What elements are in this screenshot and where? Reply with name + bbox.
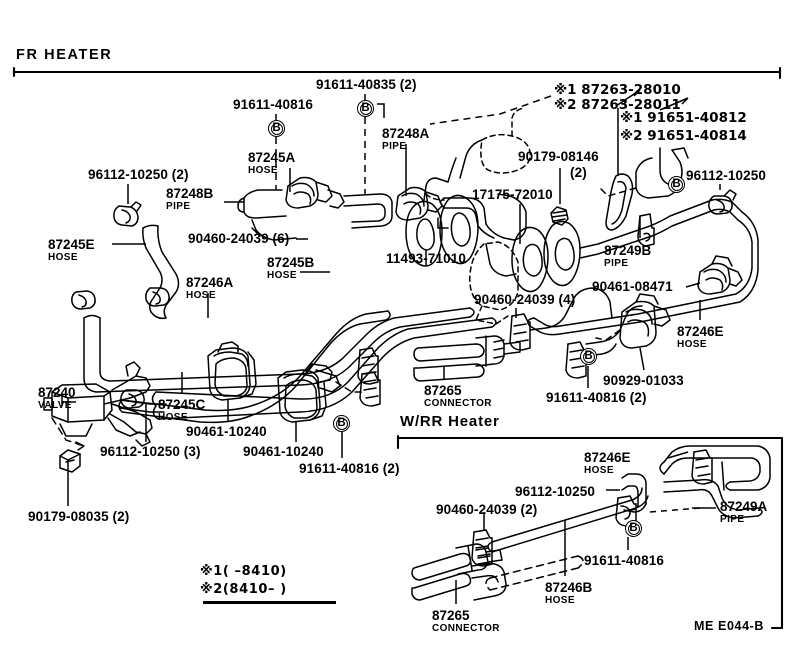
marker-b-6: B xyxy=(625,520,642,537)
marker-b-5: B xyxy=(333,415,350,432)
pipe-87248B xyxy=(237,189,297,241)
callout-96112-10250-right: 96112-10250 xyxy=(686,168,766,183)
clip-90460-24039-2-rear xyxy=(471,529,493,567)
housing-outline-dashed xyxy=(469,241,519,325)
footnote-1: ※1( –8410) xyxy=(200,565,287,578)
clip-left-upper xyxy=(71,290,96,310)
hose-connector-loop xyxy=(585,305,643,357)
callout-87245E: 87245E HOSE xyxy=(48,237,95,263)
callout-96112-10250-2: 96112-10250 (2) xyxy=(88,167,189,182)
footnote-2-text: (8410– ) xyxy=(222,582,287,597)
section-title-front-heater: FR HEATER xyxy=(16,47,113,63)
clamp-96112-10250-valve xyxy=(120,389,145,409)
clamp-90461-08471 xyxy=(697,255,743,295)
footnote-1-text: ( –8410) xyxy=(222,564,287,579)
clamp-90929-01033 xyxy=(619,293,671,349)
callout-96112-10250-rear: 96112-10250 xyxy=(515,484,595,499)
callout-90179-08035-2: 90179-08035 (2) xyxy=(28,509,130,524)
bracket-90461-10240-b xyxy=(277,363,341,423)
section-frame-rear xyxy=(396,434,784,630)
footnote-2: ※2(8410– ) xyxy=(200,583,287,596)
hose-87245B xyxy=(151,317,497,420)
section-title-rear-heater: W/RR Heater xyxy=(400,413,500,430)
clip-87246A-upper xyxy=(145,287,170,307)
callout-90460-24039-2-rear: 90460-24039 (2) xyxy=(436,502,538,517)
connector-87265-front xyxy=(413,335,521,382)
callout-91611-40835-2: 91611-40835 (2) xyxy=(316,77,417,92)
callout-87240-valve: 87240 VALVE xyxy=(38,385,76,411)
bolt-90179-08035 xyxy=(59,449,81,473)
callout-91611-40816-2-right: 91611-40816 (2) xyxy=(546,390,647,405)
bracket-tab-87249B xyxy=(637,213,655,247)
callout-87248A: 87248A PIPE xyxy=(382,126,430,152)
callout-90460-24039-6: 90460-24039 (6) xyxy=(188,231,290,246)
callout-90179-08146-qty: (2) xyxy=(570,165,587,180)
hose-87245C-right xyxy=(249,310,391,417)
callout-87249B: 87249B PIPE xyxy=(604,243,652,269)
callout-87246E-rear: 87246E HOSE xyxy=(584,450,631,476)
gasket-11493-71010-a xyxy=(405,200,443,267)
gasket-11493-71010-b xyxy=(439,194,479,265)
marker-b-3: B xyxy=(668,176,685,193)
callout-87246A: 87246A HOSE xyxy=(186,275,234,301)
callout-87245C: 87245C HOSE xyxy=(158,397,206,423)
callout-96112-10250-3: 96112-10250 (3) xyxy=(100,444,201,459)
clip-90460-24039-4 xyxy=(509,313,531,351)
clamp-96112-10250-left xyxy=(113,201,142,227)
callout-90461-10240-b: 90461-10240 xyxy=(243,444,324,459)
callout-87245B: 87245B HOSE xyxy=(267,255,315,281)
leader-valve-to-bolt xyxy=(51,417,85,447)
bolt-90179-08146 xyxy=(550,206,569,226)
hose-87246B-dashed xyxy=(485,555,584,591)
callout-87248B: 87248B PIPE xyxy=(166,186,214,212)
section-frame-front xyxy=(12,66,782,80)
callout-17175-72010: 17175-72010 xyxy=(472,187,553,202)
pipe-87248A xyxy=(437,193,527,277)
hose-87245A xyxy=(343,193,393,229)
callout-87265-rear: 87265 CONNECTOR xyxy=(432,608,500,634)
callout-91651-40814: ※2 91651-40814 xyxy=(620,128,747,144)
clamp-96112-10250-right xyxy=(708,189,737,215)
hose-87246E-rear xyxy=(659,445,771,491)
callout-87246E-front: 87246E HOSE xyxy=(677,324,724,350)
callout-87245A: 87245A HOSE xyxy=(248,150,296,176)
footnote-2-mark: ※2 xyxy=(200,582,223,597)
clamp-87248B-left xyxy=(285,176,345,209)
callout-90179-08146: 90179-08146 xyxy=(518,149,599,164)
valve-manifold-arms xyxy=(103,361,167,447)
callout-87249A: 87249A PIPE xyxy=(720,499,768,525)
callout-91611-40816-2-center: 91611-40816 (2) xyxy=(299,461,400,476)
sheet-footer-code: ME E044-B xyxy=(694,619,765,633)
callout-90461-10240-a: 90461-10240 xyxy=(186,424,267,439)
leader-clip-marker xyxy=(599,187,637,197)
marker-b-2: B xyxy=(357,100,374,117)
marker-b-1: B xyxy=(268,120,285,137)
valve-87240 xyxy=(43,383,113,437)
clip-connector-front-b xyxy=(359,371,381,407)
hose-connector-loop2 xyxy=(529,287,613,331)
callout-90929-01033: 90929-01033 xyxy=(603,373,684,388)
gasket-17175-72010-a xyxy=(511,226,549,293)
callout-91611-40816-top: 91611-40816 xyxy=(233,97,313,112)
callout-90460-24039-4: 90460-24039 (4) xyxy=(474,292,576,307)
callout-87265-front: 87265 CONNECTOR xyxy=(424,383,492,409)
pipe-87249A-rear xyxy=(663,478,763,519)
callout-87246B: 87246B HOSE xyxy=(545,580,593,606)
pipe-87248A-upper xyxy=(423,139,483,201)
marker-b-4: B xyxy=(580,348,597,365)
callout-91651-40812: ※1 91651-40812 xyxy=(620,110,747,126)
callout-91611-40816-rear: 91611-40816 xyxy=(584,553,664,568)
hose-connector-rear-u xyxy=(471,562,507,601)
callout-87263-28010: ※1 87263-28010 xyxy=(554,82,681,98)
bracket-87263-28010 xyxy=(605,173,634,231)
bracket-90461-10240-a xyxy=(207,341,257,401)
callout-90461-08471: 90461-08471 xyxy=(592,279,673,294)
gasket-17175-72010-b xyxy=(543,220,581,287)
footnote-underline xyxy=(203,601,336,604)
clamp-rear-87246E xyxy=(691,449,713,485)
footnote-1-mark: ※1 xyxy=(200,564,223,579)
bellows-dashed xyxy=(425,107,531,201)
